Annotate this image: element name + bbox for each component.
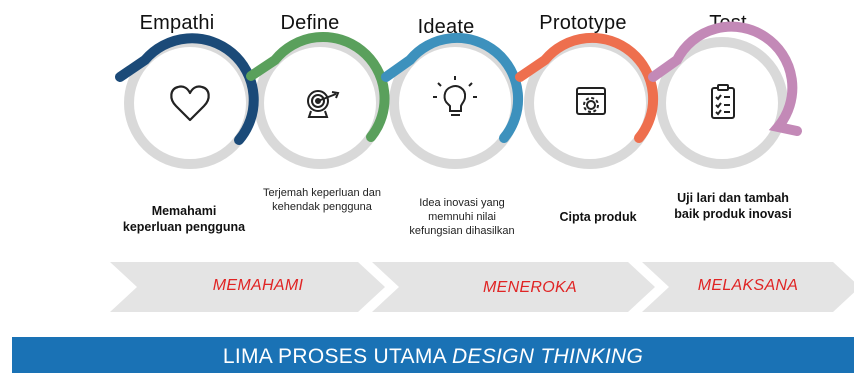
banner-text: LIMA PROSES UTAMA — [222, 345, 452, 368]
stage-description-prototype: Cipta produk — [559, 210, 637, 224]
ring-arc-test — [648, 21, 802, 136]
stage-title-define: Define — [280, 12, 340, 34]
target-icon — [307, 90, 340, 118]
phase-label-melaksana: MELAKSANA — [697, 277, 799, 294]
chevron-memahami — [110, 262, 385, 312]
banner-text-italic: DESIGN THINKING — [451, 345, 644, 368]
stage-description-empathi: Memahami keperluan pengguna — [122, 204, 246, 234]
phase-chevrons — [110, 262, 854, 312]
browser-gear-icon — [576, 87, 606, 115]
heart-icon — [170, 85, 210, 122]
stage-title-ideate: Ideate — [417, 16, 475, 38]
stage-description-ideate: Idea inovasi yang memnuhi nilai kefungsi… — [409, 197, 515, 237]
ring-arc-ideate — [381, 32, 524, 143]
chevron-melaksana — [642, 262, 854, 312]
ring-track-5 — [656, 37, 788, 169]
stage-description-test: Uji lari dan tambah baik produk inovasi — [674, 191, 792, 221]
ring-arc-define — [246, 32, 390, 142]
ring-arc-prototype — [515, 32, 659, 143]
lightbulb-icon — [433, 76, 477, 116]
title-banner: LIMA PROSES UTAMA DESIGN THINKING — [12, 337, 854, 373]
checklist-icon — [711, 84, 735, 119]
phase-label-meneroka: MENEROKA — [483, 279, 577, 296]
phase-label-memahami: MEMAHAMI — [212, 277, 304, 294]
chevron-meneroka — [372, 262, 655, 312]
ring-arc-empathi — [115, 33, 259, 145]
stage-description-define: Terjemah keperluan dan kehendak pengguna — [262, 187, 382, 213]
stage-title-empathi: Empathi — [139, 12, 215, 34]
stage-title-prototype: Prototype — [539, 12, 627, 34]
